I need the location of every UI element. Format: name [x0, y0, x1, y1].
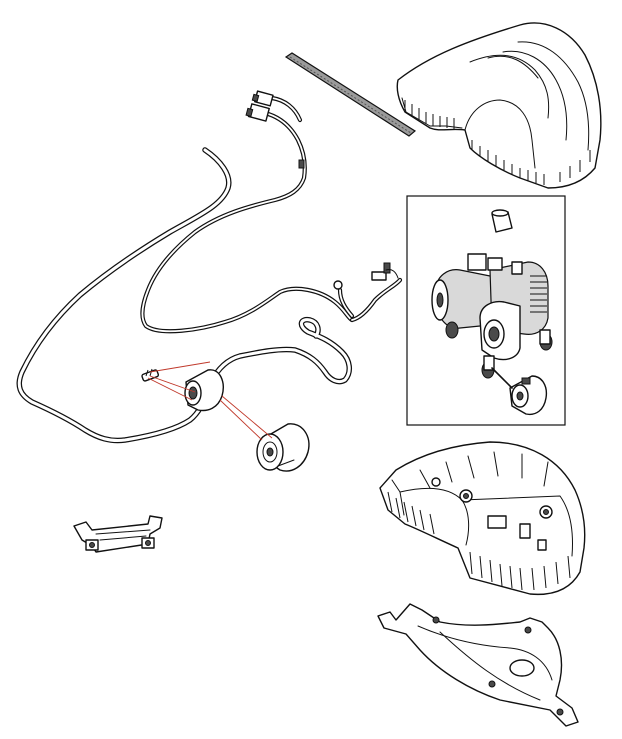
air-compressor[interactable]	[431, 253, 553, 379]
hose-fitting[interactable]	[141, 368, 160, 382]
air-hose[interactable]	[16, 147, 352, 444]
intake-filter[interactable]	[491, 209, 513, 233]
inline-filter[interactable]	[184, 369, 224, 412]
mounting-bracket[interactable]	[377, 603, 579, 727]
silencer-element[interactable]	[256, 423, 310, 472]
wiring-harness[interactable]	[140, 90, 403, 334]
housing-base[interactable]	[379, 441, 586, 596]
insulation-strip[interactable]	[284, 52, 417, 137]
housing-cover[interactable]	[396, 22, 602, 189]
mounting-plate[interactable]	[73, 515, 163, 553]
exhaust-valve[interactable]	[491, 367, 548, 416]
